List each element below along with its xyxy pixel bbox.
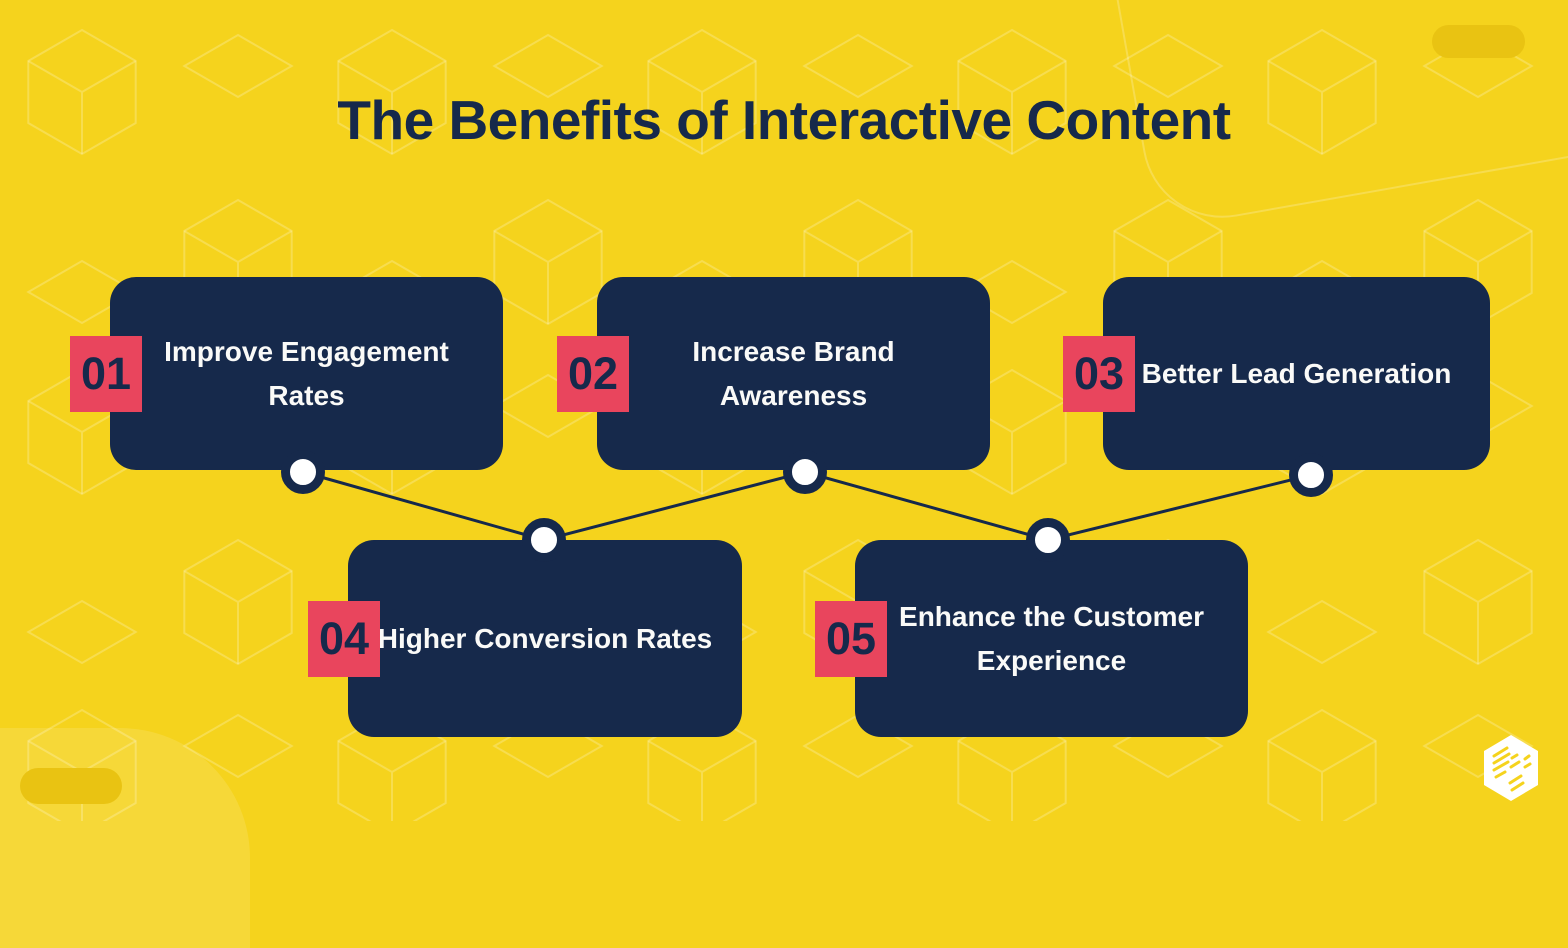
step-number-badge-4: 04 <box>308 600 380 677</box>
benefit-label-5: Enhance the Customer Experience <box>899 601 1204 676</box>
benefit-card-4: 04 Higher Conversion Rates <box>308 540 742 737</box>
step-number-badge-3: 03 <box>1063 335 1135 412</box>
benefit-card-3: 03 Better Lead Generation <box>1063 277 1490 470</box>
benefit-card-1: 01 Improve Engagement Rates <box>70 277 503 470</box>
hexagon-cube-logo-icon <box>1484 735 1538 801</box>
top-right-pill-shape <box>1432 25 1525 58</box>
benefit-label-3: Better Lead Generation <box>1141 357 1452 389</box>
benefit-label-1: Improve Engagement Rates <box>164 336 449 411</box>
benefit-card-2: 02 Increase Brand Awareness <box>557 277 990 470</box>
step-number-badge-1: 01 <box>70 335 142 412</box>
step-number-badge-5: 05 <box>815 600 887 677</box>
page-title: The Benefits of Interactive Content <box>337 89 1231 151</box>
benefit-label-2: Increase Brand Awareness <box>692 336 895 411</box>
benefit-label-4: Higher Conversion Rates <box>377 622 713 654</box>
step-number-badge-2: 02 <box>557 335 629 412</box>
benefit-card-5: 05 Enhance the Customer Experience <box>815 540 1248 737</box>
bottom-left-pill-shape <box>20 768 122 804</box>
